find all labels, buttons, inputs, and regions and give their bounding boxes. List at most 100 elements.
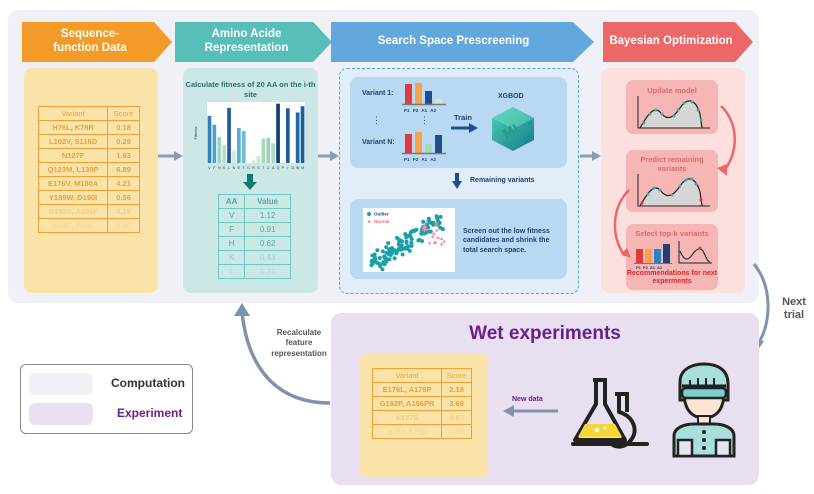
cell-key: N127F [37,148,109,163]
fitness-tick-label: L [228,166,230,170]
fitness-tick-label: T [243,166,246,170]
cell-value: 1.93 [107,148,140,163]
update-model-curve [637,96,710,129]
outlier-point [404,245,409,250]
outlier-point [393,248,398,253]
cell-value: 1.31 [244,264,291,279]
col-variant: Variant [37,106,109,121]
normal-point [434,223,438,227]
cell-key: Y189W, D190I [37,190,109,205]
training-box: Variant 1: ⋮ ⋮ Variant N: P1 P2 A1 A2 P1… [350,77,567,168]
recalculate-label: Recalculate feature representation [271,328,327,358]
outlier-point [382,262,387,267]
select-topk-box: Select top-k variants P1 P2 A1 A2 Recomm… [626,224,718,290]
outlier-point [409,243,414,248]
fitness-tick-label: M [301,166,304,170]
outlier-point [435,218,440,223]
normal-point [432,240,437,245]
down-arrow-icon [452,173,462,189]
feature-labels: P1 P2 A1 A2 [404,108,437,113]
normal-point [442,239,446,243]
col-score: Score [107,106,140,121]
stage-amino-acid-representation: Amino Acide Representation [175,22,332,62]
outlier-point [397,239,402,244]
fitness-bar [261,138,266,163]
outlier-point [380,267,385,272]
outlier-point [438,225,443,230]
normal-point [423,227,428,231]
experiment-legend-label: Experiment [117,406,183,420]
fitness-bar [212,124,217,163]
cell-key: E176V, M180A [37,176,109,191]
normal-point [439,236,444,240]
cell-key: K [217,250,246,265]
normal-point [439,242,444,246]
topk-curve [678,241,712,264]
model-label: XGBOD [498,93,524,100]
update-model-box: Update model [626,80,718,134]
bayesian-panel: Update model Predict remaining variants … [601,68,745,293]
chart-plot-area [207,102,305,163]
fitness-bar [237,128,241,163]
cell-key: L102V, S116D [37,134,109,149]
fitness-tick-label: P [282,166,285,170]
feature-labels: P1 P2 A1 A2 [404,157,437,162]
fitness-tick-label: T [262,166,265,170]
fitness-tick-label: R [252,166,255,170]
cell-key: V [217,208,246,223]
cell-value: 7.89 [441,424,472,439]
fitness-tick-label: I [287,166,288,170]
cell-key: F [217,222,246,237]
cell-key: H76L, K78R [37,120,109,135]
cell-key: G192P, A196PR [371,396,443,411]
cell-value: 2.18 [441,382,472,397]
cell-key: H76F, K78E [371,424,443,439]
fitness-tick-label: V [208,166,211,170]
outlier-point [406,234,411,239]
outlier-point [421,219,426,224]
predict-label: Predict remaining variants [640,155,704,174]
stage-sequence-function-data: Sequence-function Data [22,22,172,62]
stage-label: Amino Acide Representation [204,28,289,54]
normal-point [422,223,427,227]
cell-value: 0.91 [244,222,291,237]
bayes-loop-arrows [613,105,736,258]
train-label: Train [454,113,472,122]
fitness-bar [300,106,305,163]
outlier-point [387,257,392,262]
legend: Computation Experiment [20,364,193,434]
fitness-tick-label: N [233,166,236,170]
outlier-point [403,232,408,237]
normal-point [432,231,436,236]
outlier-point [386,241,391,246]
normal-point [434,221,439,225]
fitness-bar [241,131,246,163]
outlier-point [378,262,383,267]
outlier-point [409,236,414,241]
fitness-bar [217,136,222,163]
scientist-icon [672,362,736,458]
topk-feature-bars [634,244,672,264]
fitness-tick-label: W [296,166,300,170]
outlier-point [398,247,403,252]
normal-point [435,228,439,232]
fitness-tick-label: A [272,166,275,170]
predict-curve [637,174,710,207]
fitness-bar [271,143,275,163]
fitness-bar [207,115,212,163]
legend-normal-label: Normal [374,219,390,224]
cell-value: 3.69 [441,396,472,411]
